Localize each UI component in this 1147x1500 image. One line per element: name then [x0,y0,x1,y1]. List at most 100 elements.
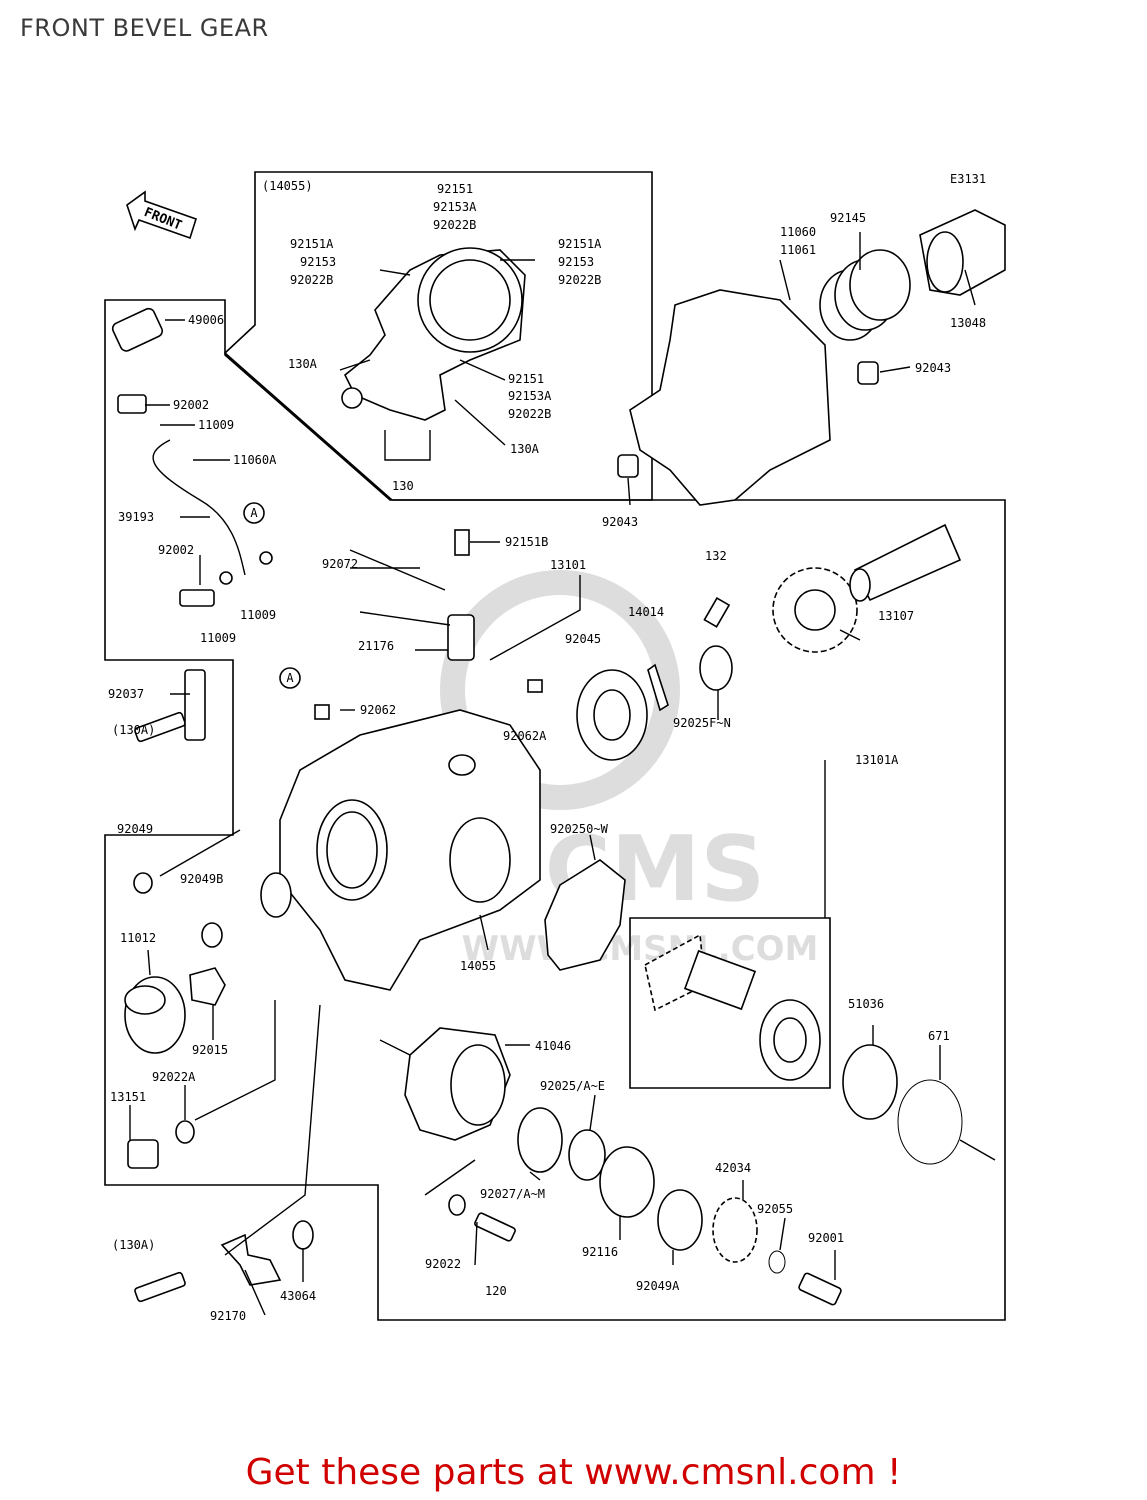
callout: 92022B [290,273,333,287]
callout: 92027/A~M [480,1187,545,1201]
callout: 92022B [433,218,476,232]
callout: 41046 [535,1039,571,1053]
front-arrow-icon: FRONT [126,190,197,240]
callout: 92002 [158,543,194,557]
bolt-120 [474,1212,516,1242]
callout: 120 [485,1284,507,1298]
callout: 671 [928,1029,950,1043]
callout: 13151 [110,1090,146,1104]
callout: 13101A [855,753,899,767]
spring-92145 [819,249,911,341]
callout: (14055) [262,179,313,193]
callout: 92145 [830,211,866,225]
callout: 92002 [173,398,209,412]
dowel-92062A [527,679,543,693]
seal-92049B-top [260,872,292,918]
callout: 11012 [120,931,156,945]
callout: 92153A [433,200,477,214]
watermark-url: WWW.CMSNL.COM [462,929,819,969]
callout: 14014 [628,605,664,619]
bolt-92002-top [117,394,147,414]
callout: 92022B [558,273,601,287]
callout: 92151A [558,237,602,251]
housing-41046 [404,1027,511,1141]
shaft-13107 [849,523,962,602]
callout: 92153 [558,255,594,269]
callout: (130A) [112,723,155,737]
dowel-92043-top [857,361,879,385]
washer-92049 [133,872,153,894]
callout: 92151A [290,237,334,251]
diagram-code: E3131 [950,172,986,186]
seal-51036 [842,1044,898,1120]
callout: 92015 [192,1043,228,1057]
callout: 920250~W [550,822,609,836]
callout: 13101 [550,558,586,572]
gasket-920250 [544,859,626,971]
sensor-21176 [359,611,475,661]
callout: 92062 [360,703,396,717]
callout: 92049A [636,1279,680,1293]
callout: 21176 [358,639,394,653]
seal-92049B [201,922,223,948]
washer-92022A [175,1120,195,1144]
callout: 92151 [508,372,544,386]
clamp-92170 [220,1233,282,1286]
marker-A-1: A [243,502,265,524]
callout: 92151B [505,535,548,549]
clamp-92072 [349,549,446,591]
leader-lines [129,232,996,1316]
plate-14014 [647,663,669,712]
callout: 92062A [503,729,547,743]
o-ring-671 [897,1079,963,1165]
footer-cta-link[interactable]: Get these parts at www.cmsnl.com ! [245,1452,902,1493]
callout: 92055 [757,1202,793,1216]
callout: 92153 [300,255,336,269]
callout-labels: (14055) 92151 92153A 92022B 92151A 92153… [108,179,986,1323]
washer-11009-b [259,551,273,565]
bevel-gear-13101A [644,933,821,1081]
fitting-49006 [111,307,164,352]
callout: 92022 [425,1257,461,1271]
callout: 11060 [780,225,816,239]
gear-case-13101 [279,709,541,991]
callout: 92022A [152,1070,196,1084]
bolt-132 [703,597,731,628]
callout: 92022B [508,407,551,421]
dowel-92062 [314,704,330,720]
callout: 130 [392,479,414,493]
callout: 92151 [437,182,473,196]
bolt-92151B [454,529,470,556]
bearing-92116 [599,1146,655,1218]
cam-13048 [919,209,1006,296]
callout: 92170 [210,1309,246,1323]
bolt-130A-upper [134,711,186,743]
callout: 13048 [950,316,986,330]
bolt-130A-lower [134,1271,186,1303]
callout: 11009 [200,631,236,645]
callout: 51036 [848,997,884,1011]
callout: 49006 [188,313,224,327]
svg-text:A: A [286,671,294,685]
seal-92049A [657,1189,703,1251]
parts-diagram: CMS WWW.CMSNL.COM FRONT E3131 [104,171,1006,1323]
dowel-92043-bottom [617,454,639,478]
callout: 92037 [108,687,144,701]
marker-A-2: A [279,667,301,689]
bracket-92037 [184,669,206,741]
breather-hose-39193 [152,439,246,576]
callout: 11060A [233,453,277,467]
callout: 92025F~N [673,716,731,730]
callout: 92049B [180,872,223,886]
cover-14055 [341,247,526,421]
callout: (130A) [112,1238,155,1252]
callout: 92025/A~E [540,1079,605,1093]
gear-13107 [772,567,858,653]
callout: 92153A [508,389,552,403]
washer-92022 [448,1194,466,1216]
callout: 11061 [780,243,816,257]
nut-92015 [189,967,226,1006]
callout: 11009 [240,608,276,622]
callout: 130A [288,357,318,371]
callout: 92045 [565,632,601,646]
